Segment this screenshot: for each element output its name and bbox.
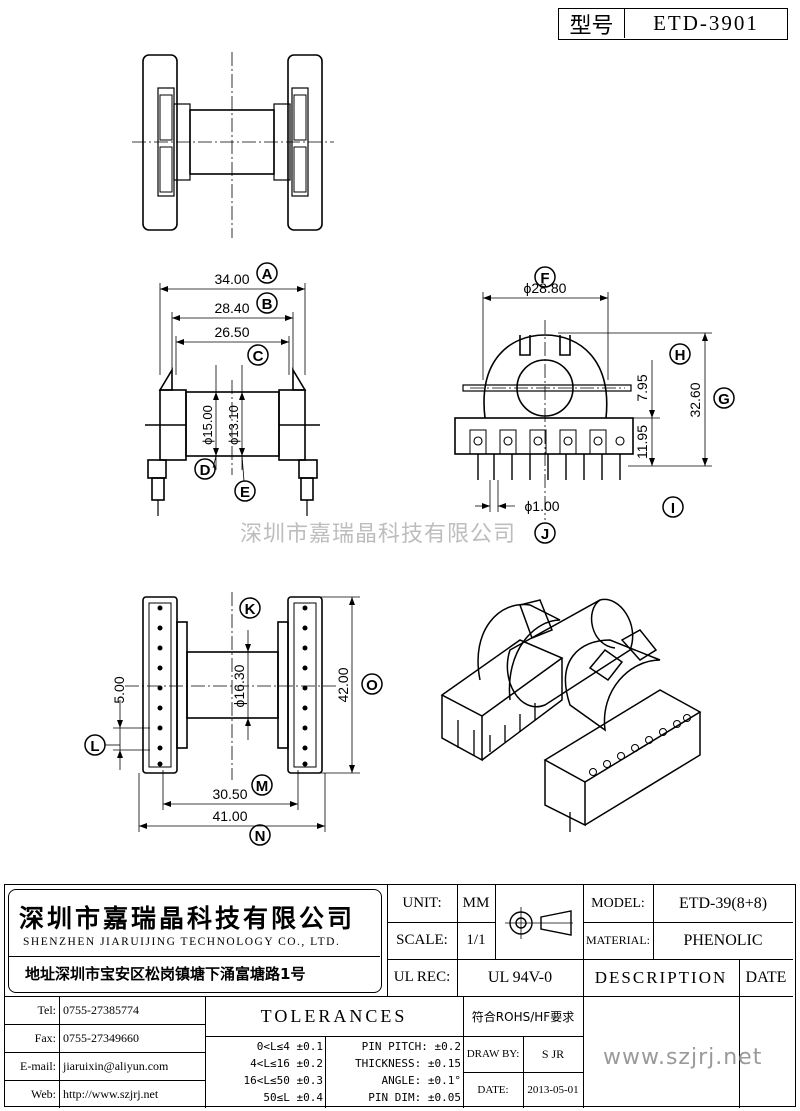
pin-pitch-row: PIN PITCH: ±0.2 [361,1040,461,1053]
callout-h: H [675,347,686,364]
website-watermark: www.szjrj.net [603,1045,763,1070]
iso-base [543,689,702,783]
tolerance-row-3: 16<L≤50 ±0.3 [243,1074,323,1087]
material-label: MATERIAL: [586,933,650,947]
web-label: Web: [30,1086,56,1101]
dim-c-text: 26.50 [214,324,249,340]
callout-e: E [240,484,250,501]
dim-i-text: 11.95 [634,425,650,459]
isometric-view-drawing [440,598,702,832]
angle-row: ANGLE: ±0.1° [381,1074,461,1087]
dim-l-text: 5.00 [111,676,127,703]
dim-n-text: 41.00 [212,808,247,824]
callout-k: K [245,601,256,618]
thickness-row: THICKNESS: ±0.15 [355,1057,461,1070]
dim-d-text: ϕ15.00 [200,405,215,445]
callout-d: D [200,462,211,479]
tolerance-row-1: 0<L≤4 ±0.1 [256,1040,323,1053]
scale-label: SCALE: [396,932,448,948]
unit-label: UNIT: [402,895,442,911]
iso-core [506,598,634,708]
bottom-view-drawing: ϕ16.30 5.00 30.50 41.00 42.00 K L M N O [84,592,383,846]
dim-e-text: ϕ13.10 [226,405,241,445]
dim-g-text: 32.60 [687,382,703,417]
callout-f: F [540,270,549,287]
web-value[interactable]: http://www.szjrj.net [63,1086,159,1101]
email-value[interactable]: jiaruixin@aliyun.com [63,1058,169,1073]
dim-h-text: 7.95 [634,374,650,401]
dim-f-text: ϕ28.80 [524,280,567,296]
pin-dim-row: PIN DIM: ±0.05 [368,1091,461,1104]
company-panel: 深圳市嘉瑞晶科技有限公司 SHENZHEN JIARUIJING TECHNOL… [8,889,382,993]
pin-tolerance-rows: PIN PITCH: ±0.2 THICKNESS: ±0.15 ANGLE: … [329,1038,461,1106]
side-view-drawing: ϕ28.80 32.60 7.95 11.95 ϕ1.00 F G H I J [454,266,735,544]
callout-g: G [718,391,730,408]
rohs-note: 符合ROHS/HF要求 [471,1009,575,1024]
left-flange [142,54,178,231]
description-header: DESCRIPTION [594,967,728,987]
unit-value: MM [462,895,490,911]
dim-m-text: 30.50 [212,786,247,802]
callout-l: L [90,738,99,755]
date-header: DATE [745,968,787,986]
callout-m: M [256,778,269,795]
top-view-drawing [132,52,334,238]
watermark: 深圳市嘉瑞晶科技有限公司 [240,522,517,547]
fax-value: 0755-27349660 [63,1030,139,1045]
ulrec-value: UL 94V-0 [487,968,553,986]
company-name-cn: 深圳市嘉瑞晶科技有限公司 [19,904,356,933]
tolerance-row-4: 50≤L ±0.4 [263,1091,323,1104]
dim-k-text: ϕ16.30 [231,664,247,707]
fax-label: Fax: [34,1030,56,1045]
callout-c: C [253,348,264,365]
right-flange [287,54,323,231]
callout-a: A [262,266,273,283]
tolerance-row-2: 4<L≤16 ±0.2 [250,1057,323,1070]
tolerance-rows: 0<L≤4 ±0.1 4<L≤16 ±0.2 16<L≤50 ±0.3 50≤L… [211,1038,323,1106]
drawby-value: S JR [541,1046,565,1061]
callout-b: B [262,296,273,313]
front-view-drawing: 34.00 28.40 26.50 ϕ15.00 ϕ13.10 A B C D … [145,262,320,516]
company-address: 地址深圳市宝安区松岗镇塘下涌富塘路1号 [25,965,306,983]
ulrec-label: UL REC: [393,969,451,985]
callout-j: J [541,526,549,543]
date-field-label: DATE: [477,1084,509,1096]
dim-o-text: 42.00 [335,667,351,702]
tel-label: Tel: [37,1002,57,1017]
date-field-value: 2013-05-01 [527,1084,579,1096]
model-value: ETD-39(8+8) [678,894,768,912]
bottom-core [186,651,279,719]
title-block: 深圳市嘉瑞晶科技有限公司 SHENZHEN JIARUIJING TECHNOL… [4,884,796,1108]
callout-i: I [671,500,675,517]
callout-n: N [255,828,266,845]
company-name-en: SHENZHEN JIARUIJING TECHNOLOGY CO., LTD. [23,936,341,948]
dim-b-text: 28.40 [214,300,249,316]
tel-value: 0755-27385774 [63,1002,139,1017]
model-label: MODEL: [591,895,645,911]
dim-j-text: ϕ1.00 [524,498,559,514]
material-value: PHENOLIC [683,931,763,949]
tolerances-header: TOLERANCES [260,1005,408,1026]
model-header-box: 型号 ETD-3901 [558,8,788,40]
drawby-label: DRAW BY: [466,1048,520,1060]
front-core [185,391,280,457]
email-label: E-mail: [20,1058,56,1073]
callout-o: O [366,677,378,694]
flange-outline [483,334,608,419]
scale-value: 1/1 [466,932,486,948]
model-code: ETD-3901 [653,11,759,35]
type-label: 型号 [559,9,625,39]
dim-a-text: 34.00 [214,271,249,287]
projection-symbol-icon [505,907,573,939]
